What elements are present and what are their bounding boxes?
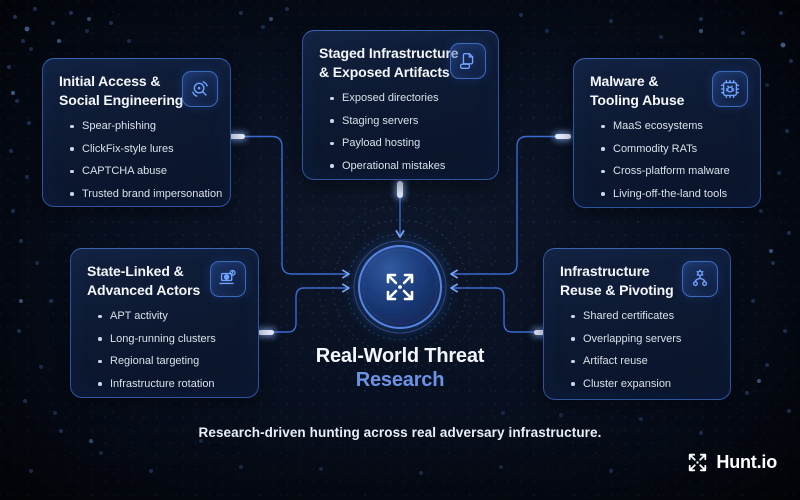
connector-infrastructure-reuse bbox=[450, 283, 535, 333]
card-initial-access: Initial Access & Social Engineering Spea… bbox=[42, 58, 231, 207]
bullet-list: Shared certificates Overlapping servers … bbox=[560, 310, 714, 391]
list-item: CAPTCHA abuse bbox=[69, 165, 214, 178]
central-hub bbox=[353, 240, 447, 334]
list-item: ClickFix-style lures bbox=[69, 143, 214, 156]
card-title: State-Linked & Advanced Actors bbox=[87, 262, 242, 300]
hunt-io-expand-arrows-icon bbox=[689, 453, 707, 472]
list-item: Shared certificates bbox=[570, 310, 714, 323]
card-title-line2: Social Engineering bbox=[59, 92, 184, 108]
card-title-line1: Staged Infrastructure bbox=[319, 45, 459, 61]
card-title: Staged Infrastructure & Exposed Artifact… bbox=[319, 44, 482, 82]
staged-files-icon bbox=[450, 43, 486, 79]
list-item: Living-off-the-land tools bbox=[600, 188, 744, 201]
card-title-line2: Tooling Abuse bbox=[590, 92, 685, 108]
connector-node bbox=[258, 329, 274, 335]
connector-state-linked bbox=[272, 283, 350, 333]
card-staged-infrastructure: Staged Infrastructure & Exposed Artifact… bbox=[302, 30, 499, 180]
card-title-line2: Advanced Actors bbox=[87, 282, 201, 298]
bullet-list: Spear-phishing ClickFix-style lures CAPT… bbox=[59, 120, 222, 201]
hub-title-line2: Research bbox=[355, 369, 445, 391]
card-title-line1: State-Linked & bbox=[87, 263, 184, 279]
card-title-line2: Reuse & Pivoting bbox=[560, 282, 674, 298]
network-gear-icon bbox=[682, 261, 718, 297]
connector-node bbox=[229, 134, 245, 139]
card-title: Infrastructure Reuse & Pivoting bbox=[560, 262, 714, 300]
chip-bug-icon bbox=[712, 71, 748, 107]
background-speckles-bright bbox=[0, 0, 2, 2]
list-item: APT activity bbox=[97, 310, 242, 323]
card-state-linked-actors: State-Linked & Advanced Actors APT activ… bbox=[70, 248, 259, 398]
list-item: Cross-platform malware bbox=[600, 165, 744, 178]
bullet-list: APT activity Long-running clusters Regio… bbox=[87, 310, 242, 391]
laptop-globe-alert-icon bbox=[210, 261, 246, 297]
list-item: Artifact reuse bbox=[570, 355, 714, 368]
list-item: Overlapping servers bbox=[570, 333, 714, 346]
connector-node bbox=[555, 134, 571, 139]
list-item: Operational mistakes bbox=[329, 160, 482, 173]
card-title-line2: & Exposed Artifacts bbox=[319, 64, 450, 80]
list-item: Spear-phishing bbox=[69, 120, 214, 133]
connector-node bbox=[534, 329, 550, 335]
background-speckles bbox=[0, 0, 2, 2]
card-malware-tooling: Malware & Tooling Abuse MaaS ecosystems … bbox=[573, 58, 761, 208]
bullet-list: MaaS ecosystems Commodity RATs Cross-pla… bbox=[590, 120, 744, 201]
tagline: Research-driven hunting across real adve… bbox=[198, 425, 602, 440]
card-title: Initial Access & Social Engineering bbox=[59, 72, 214, 110]
brand-name: Hunt.io bbox=[716, 452, 777, 472]
card-title-line1: Malware & bbox=[590, 73, 659, 89]
list-item: MaaS ecosystems bbox=[600, 120, 744, 133]
list-item: Trusted brand impersonation bbox=[69, 188, 222, 201]
list-item: Long-running clusters bbox=[97, 333, 242, 346]
connector-node bbox=[397, 181, 403, 198]
card-infrastructure-reuse: Infrastructure Reuse & Pivoting Shared c… bbox=[543, 248, 731, 400]
hub-title-line1: Real-World Threat bbox=[315, 345, 485, 367]
bullet-list: Exposed directories Staging servers Payl… bbox=[319, 92, 482, 173]
card-title-line1: Infrastructure bbox=[560, 263, 650, 279]
scan-search-icon bbox=[182, 71, 218, 107]
card-title-line1: Initial Access & bbox=[59, 73, 161, 89]
list-item: Staging servers bbox=[329, 115, 482, 128]
list-item: Infrastructure rotation bbox=[97, 378, 242, 391]
hub-expand-arrows-icon bbox=[386, 273, 414, 301]
brand-logo: Hunt.io bbox=[687, 452, 777, 473]
list-item: Commodity RATs bbox=[600, 143, 744, 156]
list-item: Regional targeting bbox=[97, 355, 242, 368]
list-item: Cluster expansion bbox=[570, 378, 714, 391]
card-title: Malware & Tooling Abuse bbox=[590, 72, 744, 110]
hub-title: Real-World Threat Research bbox=[250, 344, 550, 392]
list-item: Exposed directories bbox=[329, 92, 482, 105]
list-item: Payload hosting bbox=[329, 137, 482, 150]
